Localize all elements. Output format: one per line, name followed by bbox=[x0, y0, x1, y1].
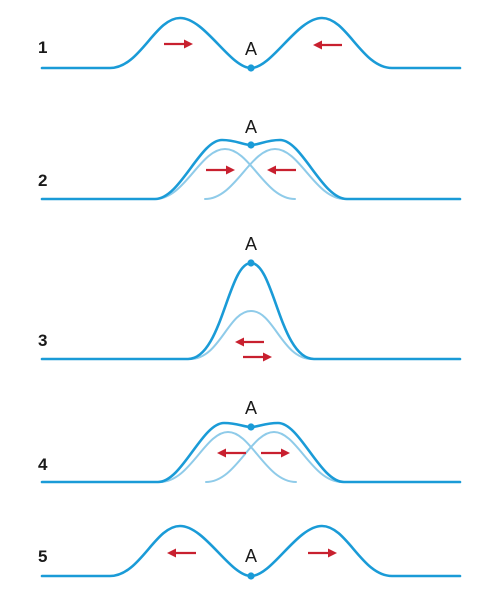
arrow-right bbox=[243, 352, 272, 362]
point-a-label: A bbox=[245, 234, 257, 254]
arrow-right bbox=[261, 448, 290, 458]
component-wave bbox=[189, 310, 313, 360]
point-a-marker bbox=[247, 423, 255, 431]
component-wave-right bbox=[204, 148, 346, 200]
arrow-right bbox=[308, 548, 337, 558]
arrow-left bbox=[267, 165, 296, 175]
arrow-right bbox=[164, 39, 193, 49]
point-a-marker bbox=[247, 259, 255, 267]
step-number: 4 bbox=[38, 455, 48, 474]
panel-5: 5 A bbox=[38, 524, 462, 580]
arrow-left bbox=[167, 548, 196, 558]
panel-1: 1 A bbox=[38, 16, 462, 72]
arrow-left bbox=[313, 40, 342, 50]
point-a-marker bbox=[247, 64, 255, 72]
panel-2: 2 A bbox=[38, 117, 462, 201]
step-number: 1 bbox=[38, 38, 47, 57]
point-a-marker bbox=[247, 572, 255, 580]
panel-4: 4 A bbox=[38, 398, 462, 484]
point-a-label: A bbox=[245, 117, 257, 137]
component-wave-right bbox=[205, 431, 343, 483]
wave-line bbox=[40, 138, 462, 201]
arrow-left bbox=[217, 448, 246, 458]
arrow-right bbox=[206, 165, 235, 175]
point-a-label: A bbox=[245, 398, 257, 418]
component-wave-left bbox=[159, 431, 297, 483]
step-number: 2 bbox=[38, 171, 47, 190]
point-a-marker bbox=[247, 141, 255, 149]
component-wave-left bbox=[154, 148, 296, 200]
step-number: 3 bbox=[38, 331, 47, 350]
step-number: 5 bbox=[38, 547, 47, 566]
point-a-label: A bbox=[245, 546, 257, 566]
arrow-left bbox=[235, 337, 264, 347]
point-a-label: A bbox=[245, 39, 257, 59]
wave-line bbox=[40, 421, 462, 484]
panel-3: 3 A bbox=[38, 234, 462, 362]
